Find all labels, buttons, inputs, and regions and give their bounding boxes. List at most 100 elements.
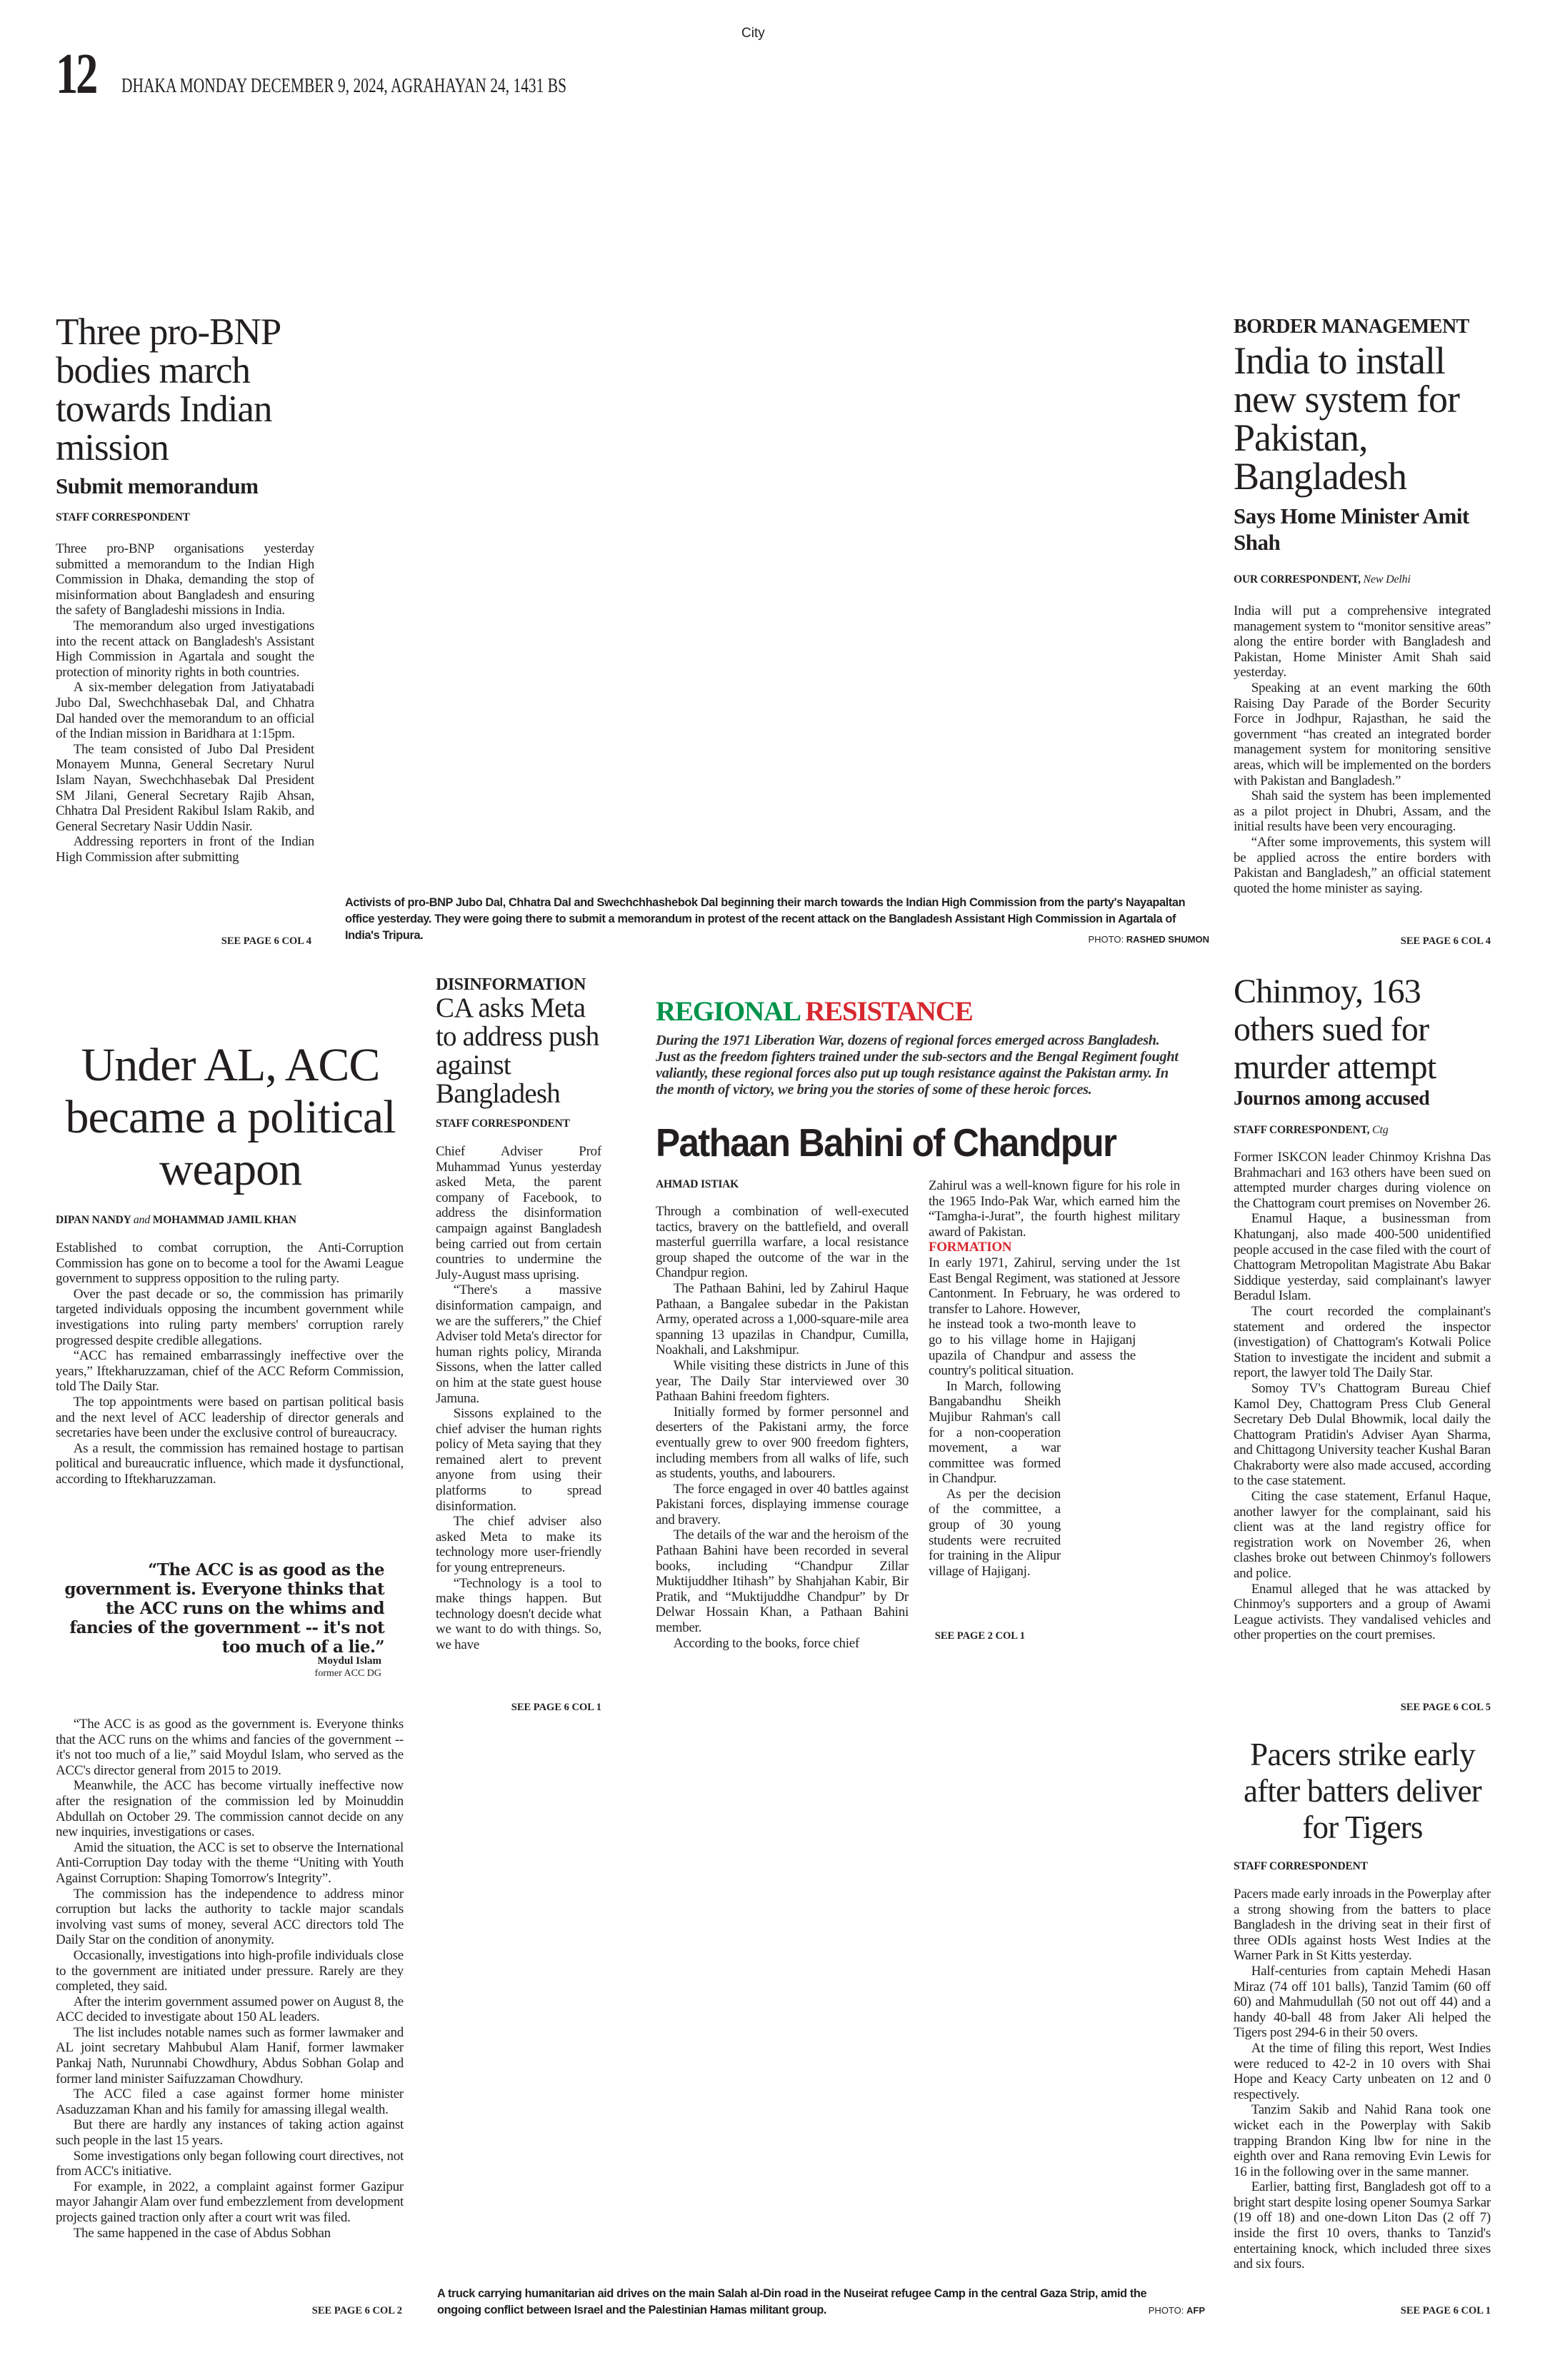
paragraph: The court recorded the complainant's sta… (1234, 1303, 1491, 1381)
paragraph: But there are hardly any instances of ta… (56, 2117, 404, 2149)
paragraph: While visiting these districts in June o… (656, 1357, 909, 1405)
paragraph: he instead took a two-month leave to go … (929, 1317, 1136, 1379)
paragraph: Through a combination of well-executed t… (656, 1204, 909, 1281)
paragraph: As a result, the commission has remained… (56, 1440, 404, 1487)
article-body: India will put a comprehensive integrate… (1234, 603, 1491, 896)
paragraph: A six-member delegation from Jatiyatabad… (56, 680, 314, 742)
paragraph: Some investigations only began following… (56, 2148, 404, 2179)
paragraph: Established to combat corruption, the An… (56, 1240, 404, 1287)
byline-name: STAFF CORRESPONDENT, (1234, 1124, 1370, 1136)
byline: DIPAN NANDY and MOHAMMAD JAMIL KHAN (56, 1214, 296, 1227)
article-body: Three pro-BNP organisations yesterday su… (56, 541, 314, 865)
paragraph: Tanzim Sakib and Nahid Rana took one wic… (1234, 2102, 1491, 2179)
paragraph: In March, following Bangabandhu Sheikh M… (929, 1378, 1061, 1487)
paragraph: Meanwhile, the ACC has become virtually … (56, 1778, 404, 1840)
article-body-bottom: “The ACC is as good as the government is… (56, 1717, 404, 2241)
paragraph: The details of the war and the heroism o… (656, 1527, 909, 1636)
byline-location: Ctg (1372, 1124, 1389, 1136)
photo-credit-name: RASHED SHUMON (1126, 934, 1209, 945)
paragraph: As per the decision of the committee, a … (929, 1486, 1061, 1579)
paragraph: According to the books, force chief (673, 1635, 860, 1651)
jump-link[interactable]: SEE PAGE 6 COL 5 (1400, 1702, 1491, 1713)
jump-link[interactable]: SEE PAGE 2 COL 1 (934, 1630, 1025, 1642)
paragraph: Chief Adviser Prof Muhammad Yunus yester… (436, 1144, 601, 1282)
paragraph: Half-centuries from captain Mehedi Hasan… (1234, 1963, 1491, 2041)
paragraph: The team consisted of Jubo Dal President… (56, 741, 314, 834)
jump-link[interactable]: SEE PAGE 6 COL 2 (311, 2305, 402, 2316)
paragraph: The top appointments were based on parti… (56, 1394, 404, 1441)
byline: STAFF CORRESPONDENT (56, 511, 190, 523)
narrow-paragraphs: In March, following Bangabandhu Sheikh M… (929, 1379, 1061, 1580)
jump-link[interactable]: SEE PAGE 6 COL 1 (1400, 2305, 1491, 2316)
jump-link[interactable]: SEE PAGE 6 COL 4 (221, 935, 311, 947)
paragraph: Pacers made early inroads in the Powerpl… (1234, 1887, 1491, 1964)
paragraph: Enamul alleged that he was attacked by C… (1234, 1581, 1491, 1643)
section-label: City (741, 26, 765, 41)
article-body-top: Established to combat corruption, the An… (56, 1240, 404, 1487)
series-label-red: RESISTANCE (805, 996, 974, 1027)
jump-link[interactable]: SEE PAGE 6 COL 4 (1400, 935, 1491, 947)
byline: STAFF CORRESPONDENT, Ctg (1234, 1124, 1389, 1137)
article-body-col1: Through a combination of well-executed t… (656, 1204, 909, 1651)
paragraph: “After some improvements, this system wi… (1234, 834, 1491, 896)
photo-caption-block: Activists of pro-BNP Jubo Dal, Chhatra D… (345, 894, 1209, 951)
subheading-formation: FORMATION (929, 1240, 1012, 1255)
paragraph: Addressing reporters in front of the Ind… (56, 834, 314, 865)
paragraph: At the time of filing this report, West … (1234, 2040, 1491, 2102)
paragraph: Citing the case statement, Erfanul Haque… (1234, 1489, 1491, 1582)
headline[interactable]: Pathaan Bahini of Chandpur (656, 1120, 1117, 1165)
paragraph: For example, in 2022, a complaint agains… (56, 2179, 404, 2225)
headline[interactable]: India to install new system for Pakistan… (1234, 339, 1460, 498)
photo-caption: A truck carrying humanitarian aid drives… (437, 2286, 1147, 2316)
paragraph: Former ISKCON leader Chinmoy Krishna Das… (1234, 1150, 1491, 1211)
paragraph: In early 1971, Zahirul, serving under th… (929, 1255, 1180, 1317)
headline[interactable]: CA asks Meta to address push against Ban… (436, 993, 599, 1109)
paragraph-part: In early 1971, Zahirul, serving under th… (929, 1255, 1180, 1317)
byline: AHMAD ISTIAK (656, 1178, 739, 1190)
dateline: DHAKA MONDAY DECEMBER 9, 2024, AGRAHAYAN… (121, 74, 567, 97)
paragraph: The same happened in the case of Abdus S… (73, 2225, 331, 2241)
paragraph: Occasionally, investigations into high-p… (56, 1947, 404, 1994)
paragraph: Zahirul was a well-known figure for his … (929, 1178, 1180, 1240)
paragraph: The Pathaan Bahini, led by Zahirul Haque… (656, 1280, 909, 1358)
paragraph: “ACC has remained embarrassingly ineffec… (56, 1348, 404, 1395)
headline[interactable]: Pacers strike early after batters delive… (1243, 1737, 1482, 1845)
photo-credit: PHOTO: RASHED SHUMON (1088, 934, 1209, 945)
paragraph: After the interim government assumed pow… (56, 1994, 404, 2025)
paragraph: Speaking at an event marking the 60th Ra… (1234, 680, 1491, 788)
paragraph: The memorandum also urged investigations… (56, 618, 314, 680)
photo-credit: PHOTO: AFP (1149, 2305, 1205, 2316)
news-photo (345, 314, 1206, 885)
kicker: BORDER MANAGEMENT (1234, 316, 1469, 338)
headline[interactable]: Under AL, ACC became a political weapon (65, 1039, 396, 1195)
page-number: 12 (56, 43, 98, 106)
headline[interactable]: Chinmoy, 163 others sued for murder atte… (1234, 973, 1436, 1086)
jump-link[interactable]: SEE PAGE 6 COL 1 (511, 1702, 601, 1713)
byline: OUR CORRESPONDENT, New Delhi (1234, 573, 1411, 586)
news-photo-bottom (436, 1742, 1207, 2278)
photo-caption: Activists of pro-BNP Jubo Dal, Chhatra D… (345, 895, 1186, 942)
article-body-col2: Zahirul was a well-known figure for his … (929, 1178, 1180, 1579)
headline[interactable]: Three pro-BNP bodies march towards India… (56, 311, 280, 468)
paragraph: The chief adviser also asked Meta to mak… (436, 1514, 601, 1576)
paragraph: India will put a comprehensive integrate… (1234, 603, 1491, 681)
photo-credit-name: AFP (1186, 2305, 1205, 2316)
photo-credit-label: PHOTO: (1088, 934, 1124, 945)
article-body: Former ISKCON leader Chinmoy Krishna Das… (1234, 1150, 1491, 1643)
paragraph: The force engaged in over 40 battles aga… (656, 1481, 909, 1527)
subheadline: Journos among accused (1234, 1088, 1430, 1110)
quote-attribution-name: Moydul Islam (317, 1655, 381, 1667)
byline-name: OUR CORRESPONDENT, (1234, 573, 1361, 586)
paragraph: Shah said the system has been implemente… (1234, 788, 1491, 835)
kicker: DISINFORMATION (436, 975, 586, 994)
author-1: DIPAN NANDY (56, 1214, 131, 1226)
paragraph: The list includes notable names such as … (56, 2024, 404, 2087)
article-body: Pacers made early inroads in the Powerpl… (1234, 1887, 1491, 2272)
subheadline: Says Home Minister Amit Shah (1234, 503, 1469, 555)
paragraph: Three pro-BNP organisations yesterday su… (56, 541, 314, 618)
paragraph: Initially formed by former personnel and… (656, 1404, 909, 1482)
paragraph: Over the past decade or so, the commissi… (56, 1286, 404, 1348)
series-label: REGIONAL RESISTANCE (656, 995, 974, 1028)
paragraph: The commission has the independence to a… (56, 1886, 404, 1948)
article-body: Chief Adviser Prof Muhammad Yunus yester… (436, 1144, 601, 1653)
